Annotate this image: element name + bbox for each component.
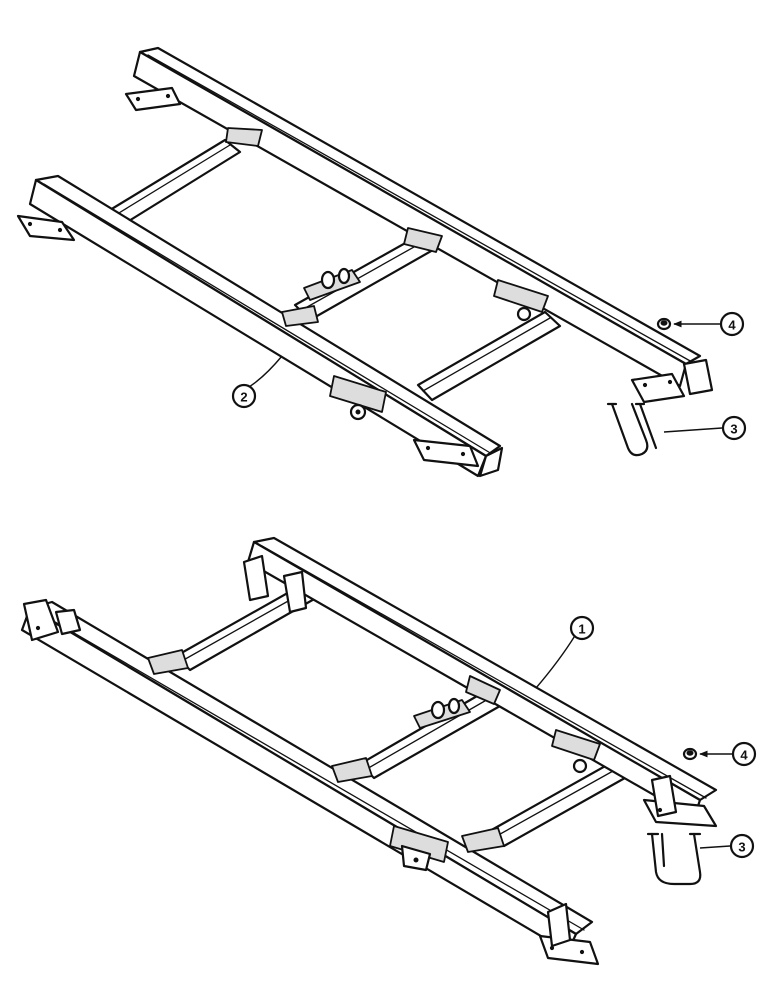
bottom-front-rail (20, 598, 600, 966)
bottom-cross-member-2 (358, 690, 502, 780)
bottom-pivot-bracket (413, 697, 471, 729)
callout-4-bottom: 4 (731, 741, 757, 767)
top-nut (656, 317, 672, 331)
svg-text:2: 2 (240, 390, 247, 405)
top-pivot-bracket (281, 267, 361, 327)
top-u-bolt (606, 402, 658, 457)
svg-text:4: 4 (728, 318, 736, 333)
callout-1: 1 (569, 615, 595, 641)
svg-text:4: 4 (740, 748, 748, 763)
bottom-u-bolt (646, 832, 702, 886)
top-front-rail (16, 174, 504, 478)
svg-text:3: 3 (730, 422, 737, 437)
bottom-rear-rail (242, 536, 718, 828)
top-rear-rail (124, 46, 714, 404)
bottom-nut (682, 747, 698, 761)
top-frame-assembly (16, 46, 714, 478)
svg-text:3: 3 (738, 840, 745, 855)
callout-3-top: 3 (721, 415, 747, 441)
svg-text:1: 1 (578, 622, 585, 637)
callout-4-top: 4 (719, 311, 745, 337)
top-cross-member-3 (416, 310, 562, 402)
callout-3-bottom: 3 (729, 833, 755, 859)
callout-2: 2 (231, 383, 257, 409)
bottom-cross-member-3 (486, 758, 634, 848)
bottom-frame-assembly (20, 536, 718, 966)
top-cross-member-1 (108, 138, 242, 226)
bottom-callouts: 1 4 3 (535, 615, 757, 859)
top-callouts: 2 4 3 (231, 311, 747, 441)
